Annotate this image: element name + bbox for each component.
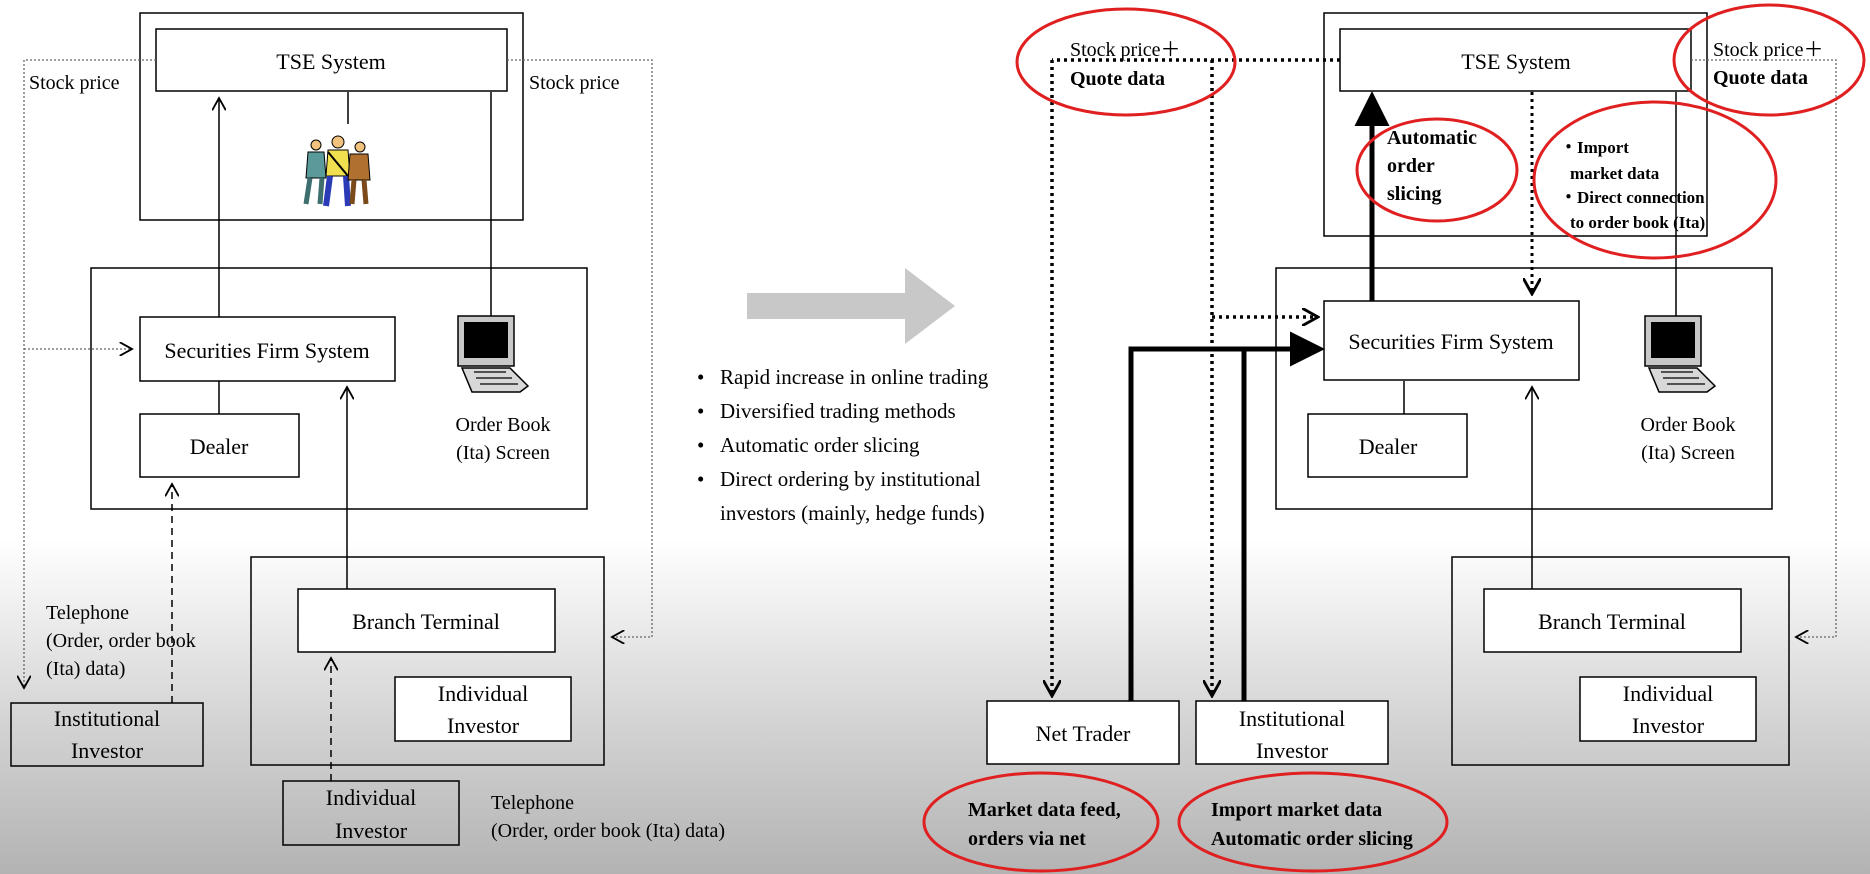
securities-firm-system-box [139,316,396,382]
net-trader-box [986,700,1180,765]
stock-quote-left-line2: Quote data [1070,68,1165,90]
auto-slicing-line3: slicing [1387,183,1441,205]
stock-quote-left-line1: Stock price＋ [1070,39,1181,61]
individual-label-line2-right: Investor [1632,713,1705,738]
tse-system-label-right: TSE System [1461,49,1570,74]
branch-terminal-box [297,588,556,653]
branch-outer-box [250,556,605,766]
feed-line2: orders via net [968,828,1086,850]
branch-terminal-box-right [1483,588,1742,653]
telephone2-label-line1: Telephone [491,792,574,814]
order-book-label-line1-right: Order Book [1641,414,1736,436]
bullet-item: Automatic order slicing [695,428,1030,462]
tse-system-box [155,28,508,92]
telephone-label-line2: (Order, order book [46,630,196,652]
trend-bullet-list: Rapid increase in online trading Diversi… [695,360,1030,530]
individual-inner-label-line2: Investor [447,713,520,738]
branch-terminal-label-right: Branch Terminal [1538,609,1686,634]
import-line3: ・Direct connection [1560,188,1705,207]
individual-investor-inner-box [394,676,572,742]
left-diagram: TSE System Stock price Stock price Secur… [10,12,725,846]
stock-quote-highlight-right [1672,3,1866,117]
branch-outer-box-right [1451,556,1790,766]
net-trader-label: Net Trader [1036,721,1131,746]
stock-price-label-right: Stock price [529,72,620,94]
dealer-box [139,413,300,478]
order-book-label-line2: (Ita) Screen [456,442,550,464]
individual-investor-box-right [1579,676,1757,742]
securities-outer-box-right [1275,267,1773,510]
dealer-label-right: Dealer [1359,434,1418,459]
import-slicing-line2: Automatic order slicing [1211,828,1413,850]
telephone-label-line3: (Ita) data) [46,658,125,680]
auto-slicing-line1: Automatic [1387,127,1477,149]
dealer-box-right [1307,413,1468,478]
right-diagram: TSE System Securities Firm System Dealer… [922,3,1866,873]
individual-inner-label-line1: Individual [438,681,528,706]
individual-label-line1-right: Individual [1623,681,1713,706]
individual-outer-label-line1: Individual [326,785,416,810]
branch-terminal-label: Branch Terminal [352,609,500,634]
stock-price-label-left: Stock price [29,72,120,94]
transition-arrow-icon [747,268,955,344]
stock-quote-right-line2: Quote data [1713,67,1808,89]
securities-firm-system-label-right: Securities Firm System [1348,329,1553,354]
institutional-label-line2: Investor [71,738,144,763]
dealer-label: Dealer [190,434,249,459]
computer-terminal-icon [457,315,530,393]
stock-quote-highlight-left [1015,7,1237,117]
securities-firm-system-label: Securities Firm System [164,338,369,363]
bullet-item: Rapid increase in online trading [695,360,1030,394]
import-slicing-line1: Import market data [1211,799,1382,821]
import-direct-highlight [1532,100,1778,260]
bullet-item: Diversified trading methods [695,394,1030,428]
people-figures-icon [303,135,371,207]
individual-outer-label-line2: Investor [335,818,408,843]
feed-highlight [922,771,1160,873]
order-book-label-line1: Order Book [456,414,551,436]
individual-investor-outer-box [282,780,460,846]
institutional-label-line1-right: Institutional [1239,706,1345,731]
telephone-label-line1: Telephone [46,602,129,624]
institutional-investor-box-left [10,702,204,767]
tse-system-box-right [1339,28,1692,92]
order-book-label-line2-right: (Ita) Screen [1641,442,1735,464]
feed-line1: Market data feed, [968,799,1121,821]
securities-outer-box [90,267,588,510]
tse-outer-box-right [1323,12,1708,237]
tse-system-label: TSE System [276,49,385,74]
institutional-label-line1: Institutional [54,706,160,731]
computer-terminal-icon [1644,315,1717,393]
import-line4: to order book (Ita) [1570,213,1705,232]
auto-slicing-line2: order [1387,155,1435,177]
securities-firm-system-box-right [1323,300,1580,381]
stock-quote-right-line1: Stock price＋ [1713,39,1824,61]
telephone2-label-line2: (Order, order book (Ita) data) [491,820,725,842]
auto-slicing-highlight [1355,117,1519,223]
bullet-item: Direct ordering by institutional investo… [695,462,1030,530]
institutional-investor-box-right [1195,700,1389,765]
import-line2: market data [1570,164,1660,183]
import-slicing-highlight [1177,771,1449,873]
tse-outer-box [139,12,524,221]
institutional-label-line2-right: Investor [1256,738,1329,763]
import-line1: ・Import [1560,138,1629,157]
